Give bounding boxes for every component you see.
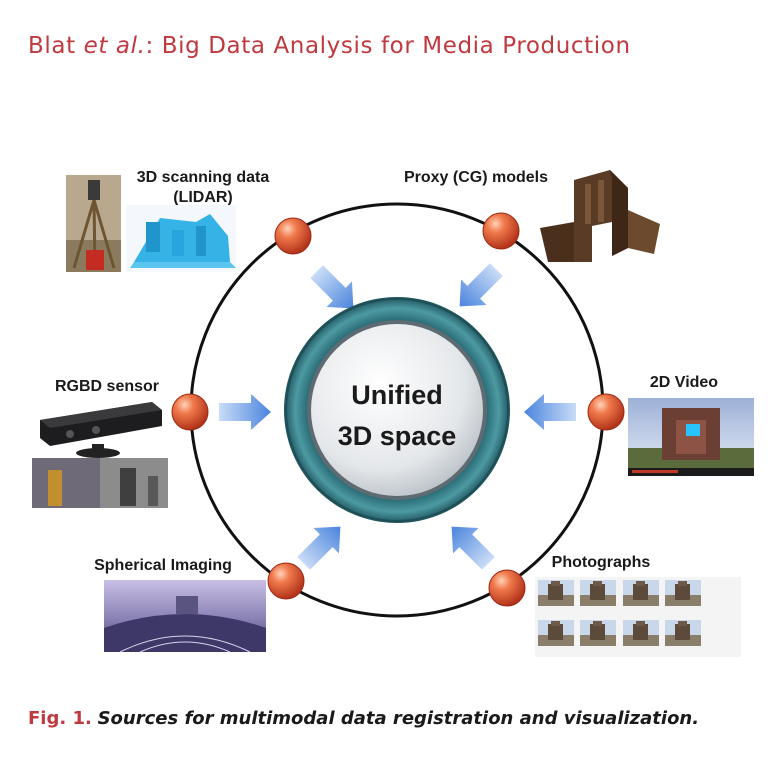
rgbd-depth-image bbox=[32, 458, 168, 508]
node-video bbox=[587, 393, 625, 431]
header-title: Big Data Analysis for Media Production bbox=[161, 33, 631, 59]
lidar-pointcloud-image bbox=[126, 205, 236, 272]
video-source: 2D Video bbox=[628, 374, 754, 476]
spherical-source: Spherical Imaging bbox=[94, 557, 266, 653]
figure-caption: Fig. 1. Sources for multimodal data regi… bbox=[28, 708, 699, 729]
label-spherical: Spherical Imaging bbox=[94, 557, 232, 574]
spherical-panorama bbox=[104, 580, 266, 653]
header-colon: : bbox=[145, 33, 154, 59]
hub-label-line1: Unified bbox=[351, 380, 443, 410]
unified-3d-hub: Unified 3D space bbox=[284, 297, 510, 523]
node-rgbd bbox=[171, 393, 209, 431]
diagram: Unified 3D space 3D scanning data (LIDAR… bbox=[32, 169, 754, 657]
photos-source: Photographs bbox=[535, 554, 741, 657]
rgbd-kinect-device bbox=[40, 402, 162, 458]
caption-text: Sources for multimodal data registration… bbox=[97, 708, 700, 729]
header-etal: et al. bbox=[83, 33, 146, 59]
arrow-rgbd bbox=[219, 394, 271, 430]
hub-label-line2: 3D space bbox=[338, 421, 457, 451]
node-spherical bbox=[267, 562, 305, 600]
label-lidar-line2: (LIDAR) bbox=[173, 189, 233, 206]
lidar-tripod-photo bbox=[66, 175, 121, 272]
video-frame bbox=[628, 398, 754, 476]
node-lidar bbox=[274, 217, 312, 255]
label-video: 2D Video bbox=[650, 374, 718, 391]
label-rgbd: RGBD sensor bbox=[55, 378, 159, 395]
proxy-source: Proxy (CG) models bbox=[404, 169, 660, 262]
arrow-proxy bbox=[446, 256, 510, 320]
node-photos bbox=[488, 569, 526, 607]
photo-grid bbox=[535, 577, 741, 657]
proxy-cg-model bbox=[540, 170, 660, 262]
header-author: Blat bbox=[28, 33, 76, 59]
rgbd-source: RGBD sensor bbox=[32, 378, 168, 508]
node-proxy bbox=[482, 212, 520, 250]
label-lidar-line1: 3D scanning data bbox=[137, 169, 270, 186]
caption-figure-number: Fig. 1. bbox=[28, 708, 92, 729]
arrow-photos bbox=[438, 513, 502, 577]
running-header: Blat et al.: Big Data Analysis for Media… bbox=[28, 33, 631, 59]
arrow-spherical bbox=[290, 513, 354, 577]
lidar-source: 3D scanning data (LIDAR) bbox=[66, 169, 269, 272]
label-photos: Photographs bbox=[552, 554, 651, 571]
arrow-video bbox=[524, 394, 576, 430]
label-proxy: Proxy (CG) models bbox=[404, 169, 548, 186]
